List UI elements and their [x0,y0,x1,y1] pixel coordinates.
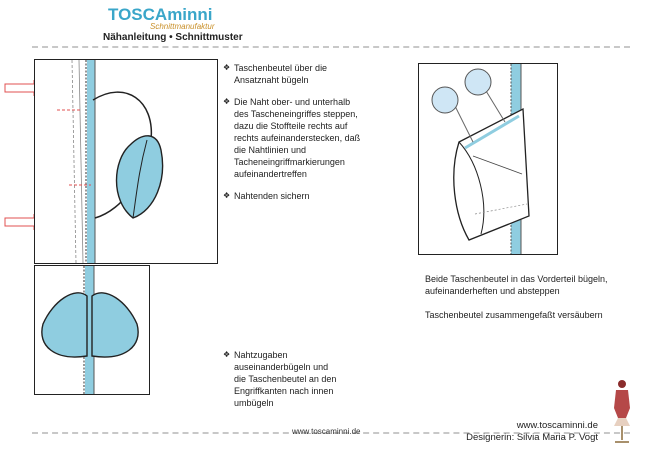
footer-website-right: www.toscaminni.de [516,420,598,431]
footer-credits: www.toscaminni.de Designerin: Silvia Mar… [466,420,598,444]
instruction-item: Die Naht ober- und unterhalb des Taschen… [223,96,363,180]
dress-form-icon [614,380,630,443]
brand-name: TOSCAminni [108,5,213,24]
illustration-pressed-allowances [34,265,150,395]
caption-right-1: Beide Taschenbeutel in das Vorderteil bü… [425,274,608,296]
footer-divider [32,432,630,434]
illustration-pocket-seam [34,59,218,264]
brand-logo: TOSCAminni Schnittmanufaktur [108,6,214,31]
instruction-item: Nahtzugaben auseinanderbügeln und die Ta… [223,349,341,409]
page-subtitle: Nähanleitung • Schnittmuster [103,32,243,43]
caption-right-2: Taschenbeutel zusammengefaßt versäubern [425,310,603,320]
footer-designer: Designerin: Silvia Maria P. Vogt [466,432,598,443]
illustration-pocket-pinned [418,63,558,255]
footer-website-center: www.toscaminni.de [292,427,361,436]
brand-tagline: Schnittmanufaktur [150,22,215,31]
instructions-top: Taschenbeutel über die Ansatznaht bügeln… [223,62,363,212]
header-divider [32,46,630,48]
instructions-bottom: Nahtzugaben auseinanderbügeln und die Ta… [223,349,341,419]
instruction-item: Nahtenden sichern [223,190,363,202]
instruction-item: Taschenbeutel über die Ansatznaht bügeln [223,62,363,86]
